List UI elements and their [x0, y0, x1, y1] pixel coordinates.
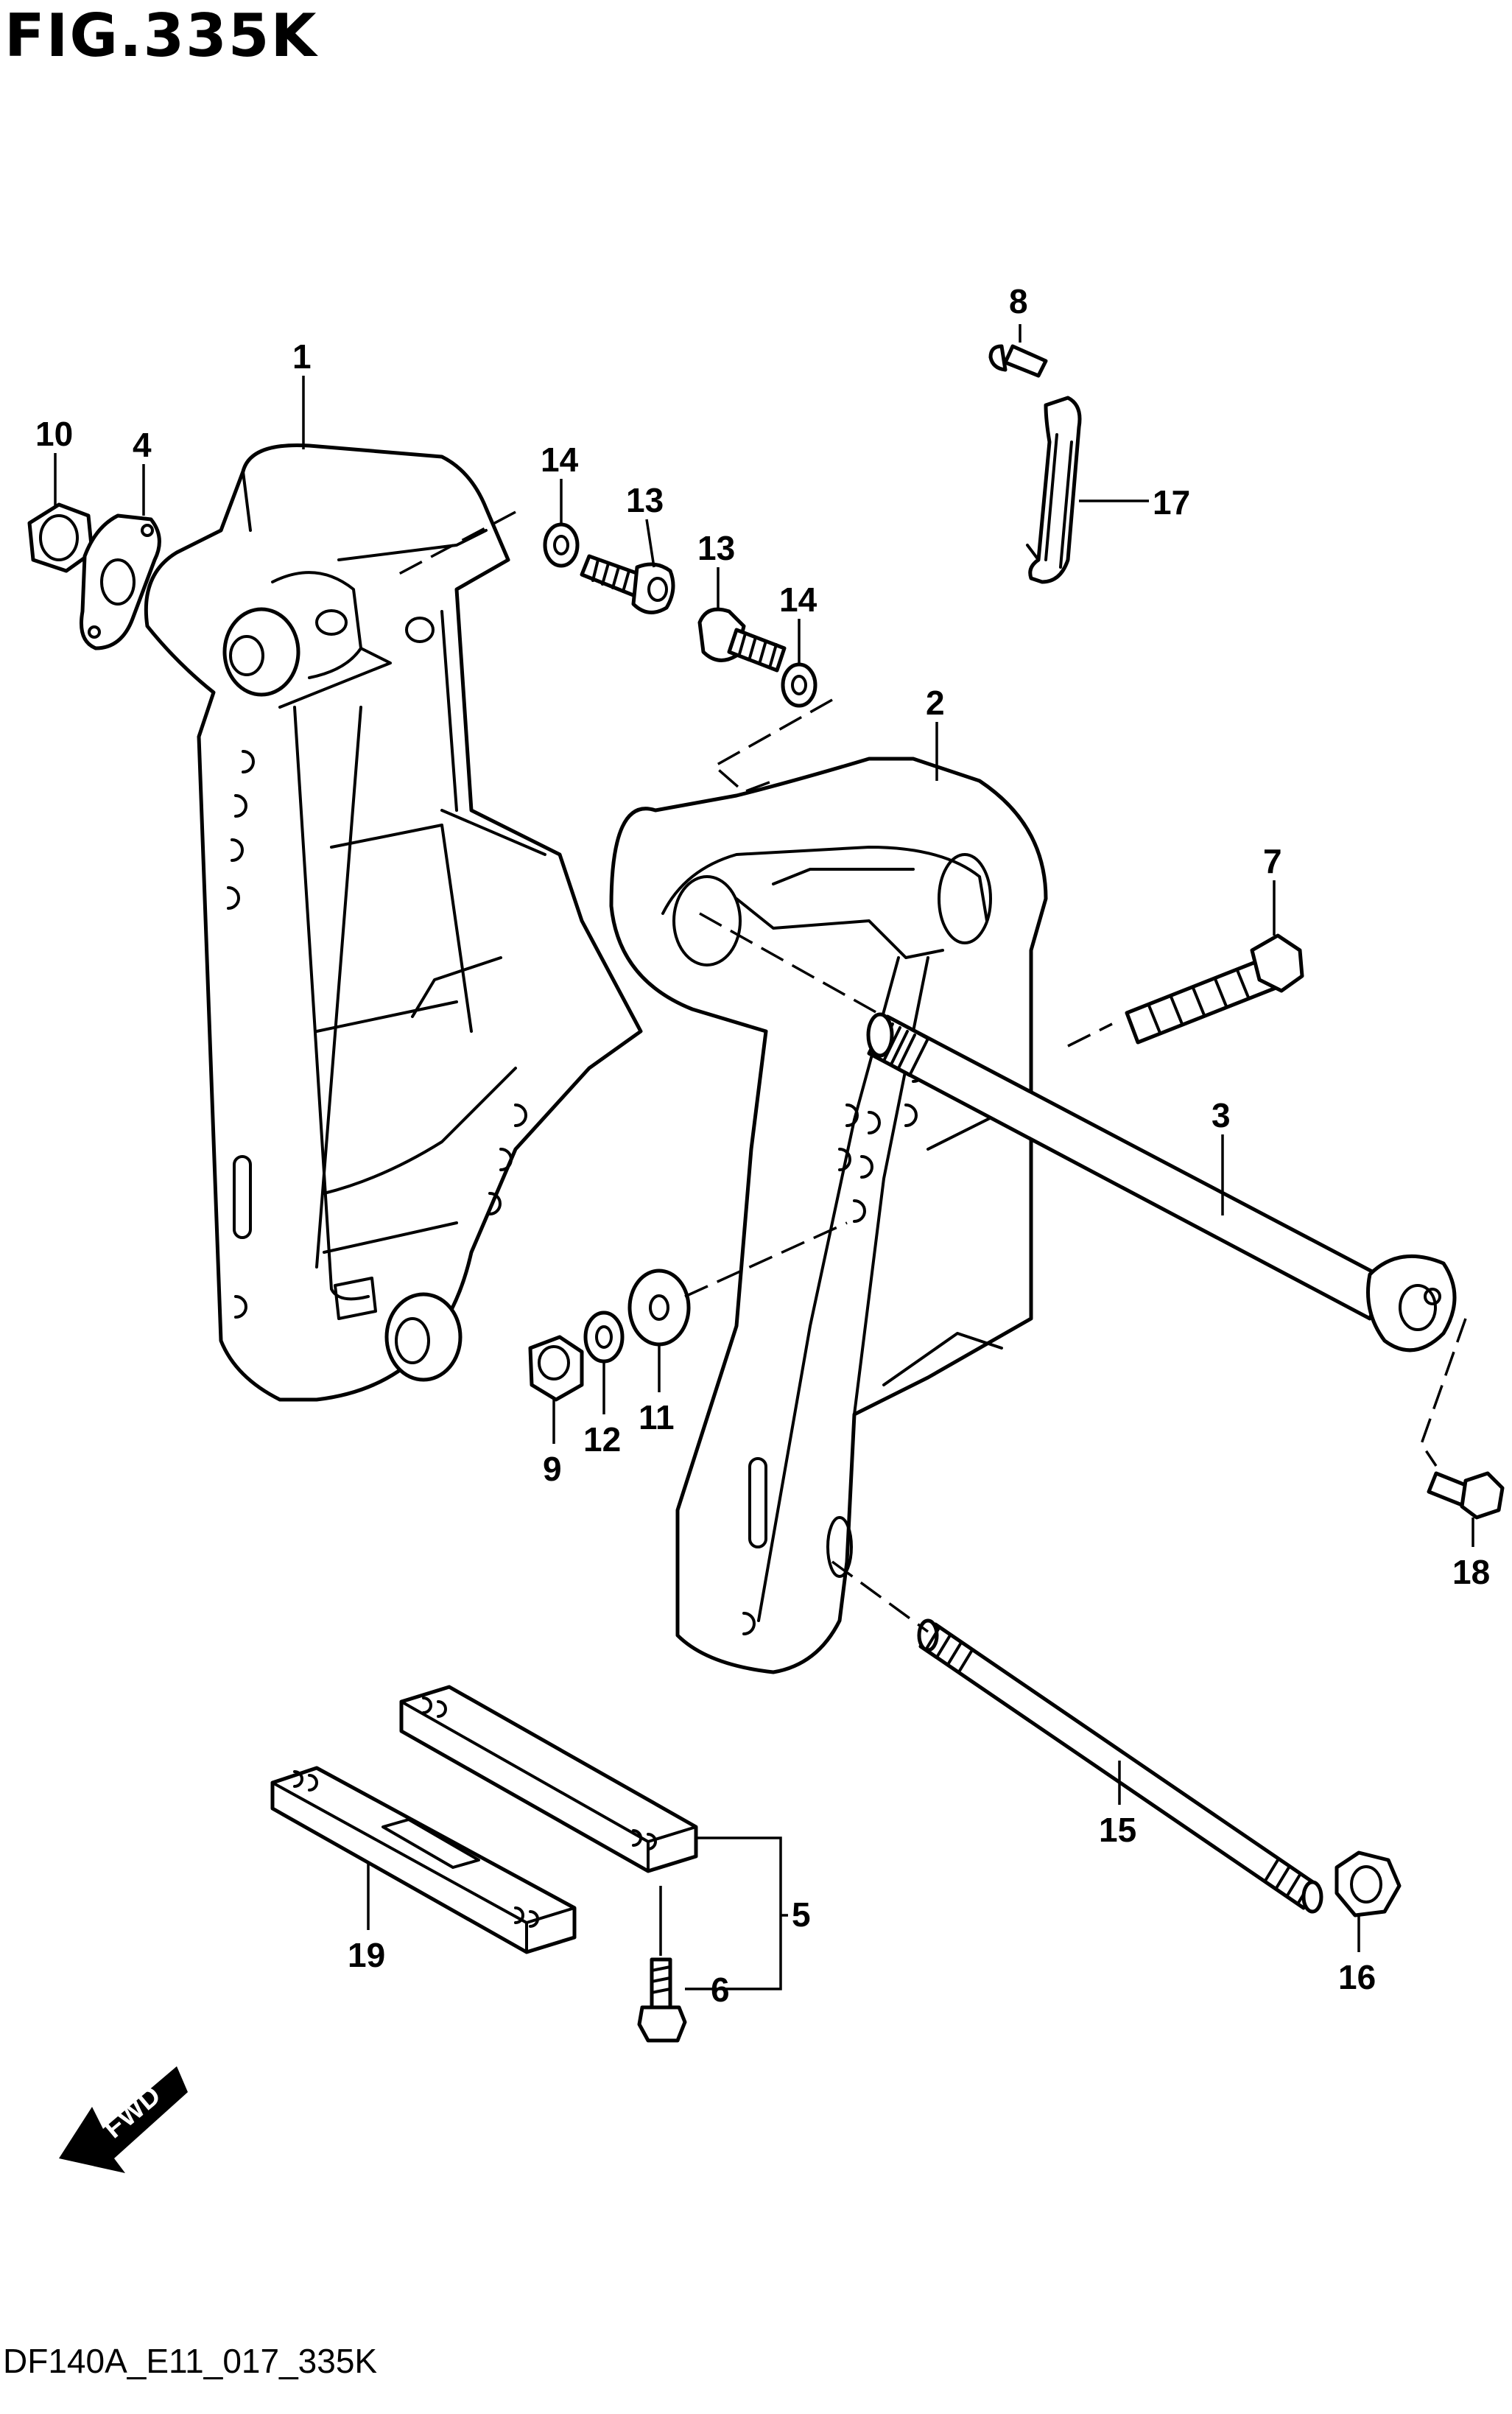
- clamp-bracket-left: [144, 443, 643, 1402]
- callout-15: 15: [1099, 1811, 1136, 1849]
- callout-12: 12: [583, 1420, 621, 1459]
- figure-footer-code: DF140A_E11_017_335K: [3, 2342, 378, 2380]
- callout-13-upper: 13: [626, 481, 664, 519]
- bolt-13-lower: [697, 607, 787, 673]
- callout-14-lower: 14: [779, 580, 817, 619]
- callout-16: 16: [1338, 1958, 1376, 1996]
- callout-6: 6: [711, 1971, 730, 2009]
- bolt-18: [1427, 1471, 1505, 1520]
- callout-14-upper: 14: [541, 441, 579, 479]
- spacer-plate-19: [270, 1766, 577, 1954]
- callout-4: 4: [133, 426, 152, 464]
- screw-8: [988, 344, 1048, 378]
- leader-lines: [54, 324, 1474, 1990]
- callout-10: 10: [35, 415, 73, 453]
- plate-4: [80, 513, 161, 650]
- figure-title: FIG.335K: [4, 1, 318, 70]
- clip-17: [1026, 396, 1082, 584]
- bolt-6: [637, 1957, 687, 2043]
- callout-5: 5: [792, 1895, 811, 1934]
- bolt-7: [1125, 933, 1304, 1045]
- callout-labels: 1 2 3 4 5 6 7 8 9 10 11 12 13 13 14 14 1…: [35, 282, 1490, 2009]
- callout-11: 11: [639, 1398, 675, 1436]
- nut-10: [27, 502, 94, 573]
- nut-9: [528, 1335, 584, 1402]
- callout-18: 18: [1452, 1553, 1490, 1591]
- callout-13-lower: 13: [697, 529, 735, 567]
- callout-8: 8: [1009, 282, 1028, 320]
- bolt-13-upper: [580, 554, 675, 614]
- washer-14-upper: [543, 522, 580, 568]
- callout-7: 7: [1263, 842, 1282, 880]
- tilt-tube: [866, 1012, 1457, 1352]
- callout-19: 19: [348, 1936, 385, 1974]
- callout-17: 17: [1153, 483, 1190, 522]
- clamp-bracket-right: [609, 757, 1048, 1674]
- callout-1: 1: [292, 337, 312, 376]
- spacer-plate-5: [399, 1685, 698, 1873]
- forward-direction-arrow: FWD: [59, 2066, 188, 2173]
- dashed-alignment-lines: [397, 510, 1467, 1633]
- callout-9: 9: [543, 1450, 562, 1488]
- nut-16: [1335, 1850, 1402, 1917]
- washer-11: [627, 1269, 691, 1347]
- washer-14-lower: [781, 662, 817, 708]
- callout-3: 3: [1212, 1096, 1231, 1134]
- washer-12: [583, 1310, 625, 1364]
- callout-2: 2: [926, 684, 945, 722]
